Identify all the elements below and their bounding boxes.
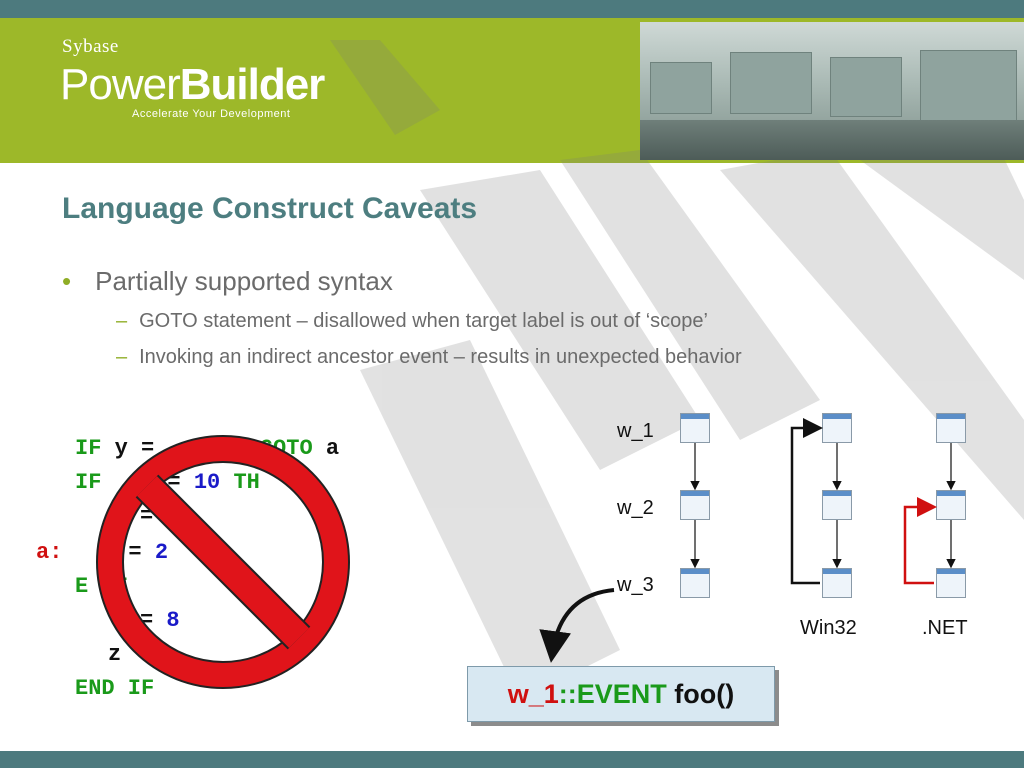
dash-icon: –: [116, 346, 128, 368]
code-number: 8: [166, 608, 180, 633]
prohibited-icon: [96, 435, 350, 689]
office-photo: [640, 22, 1024, 160]
win32-label: Win32: [800, 617, 857, 639]
dash-icon: –: [116, 310, 128, 332]
code-label-ref: a: [325, 436, 340, 461]
code-keyword: IF: [75, 470, 102, 495]
brand-bold: Builder: [179, 60, 326, 109]
code-number: 2: [154, 540, 169, 565]
sub-bullet-2: –Invoking an indirect ancestor event – r…: [116, 346, 742, 369]
callout-function: foo(): [674, 679, 735, 709]
sub-bullet-text: GOTO statement – disallowed when target …: [139, 310, 708, 332]
code-line-8: END IF: [75, 676, 154, 701]
callout-event: ::EVENT: [558, 679, 667, 709]
window-icon-win32-3: [822, 568, 852, 598]
code-keyword: TH: [233, 470, 260, 495]
code-op: =: [128, 540, 142, 565]
window-icon-net-2: [936, 490, 966, 520]
bullet-dot-icon: •: [62, 266, 72, 296]
sub-bullet-1: –GOTO statement – disallowed when target…: [116, 310, 708, 333]
code-var: y: [114, 436, 128, 461]
callout-window: w_1: [507, 679, 559, 709]
bottom-bar: [0, 751, 1024, 768]
code-keyword: END IF: [75, 676, 155, 701]
powerbuilder-logo: PowerBuilder: [60, 60, 326, 110]
diagram-label-w3: w_3: [617, 574, 654, 596]
code-line-4: a: = 2: [36, 540, 168, 565]
code-op: =: [141, 436, 155, 461]
window-icon-w2: [680, 490, 710, 520]
net-label: .NET: [922, 617, 968, 639]
window-icon-win32-1: [822, 413, 852, 443]
code-var: z: [108, 642, 122, 667]
window-icon-net-3: [936, 568, 966, 598]
sub-bullet-text: Invoking an indirect ancestor event – re…: [139, 346, 742, 368]
code-number: 10: [193, 470, 221, 495]
window-icon-net-1: [936, 413, 966, 443]
diagram-label-w1: w_1: [617, 420, 654, 442]
brand-light: Power: [60, 60, 181, 109]
window-icon-win32-2: [822, 490, 852, 520]
bullet-text: Partially supported syntax: [95, 266, 393, 296]
code-keyword: IF: [75, 436, 102, 461]
diagram-label-w2: w_2: [617, 497, 654, 519]
code-line-2: IF = 10 TH: [75, 470, 260, 495]
event-call-callout: w_1::EVENT foo(): [467, 666, 775, 722]
slide-title: Language Construct Caveats: [62, 192, 478, 225]
bullet-item: • Partially supported syntax: [62, 266, 393, 297]
top-bar: [0, 0, 1024, 18]
window-icon-w1: [680, 413, 710, 443]
sybase-logo: Sybase: [62, 36, 119, 57]
window-icon-w3: [680, 568, 710, 598]
code-label: a:: [36, 540, 63, 565]
tagline: Accelerate Your Development: [132, 108, 291, 120]
